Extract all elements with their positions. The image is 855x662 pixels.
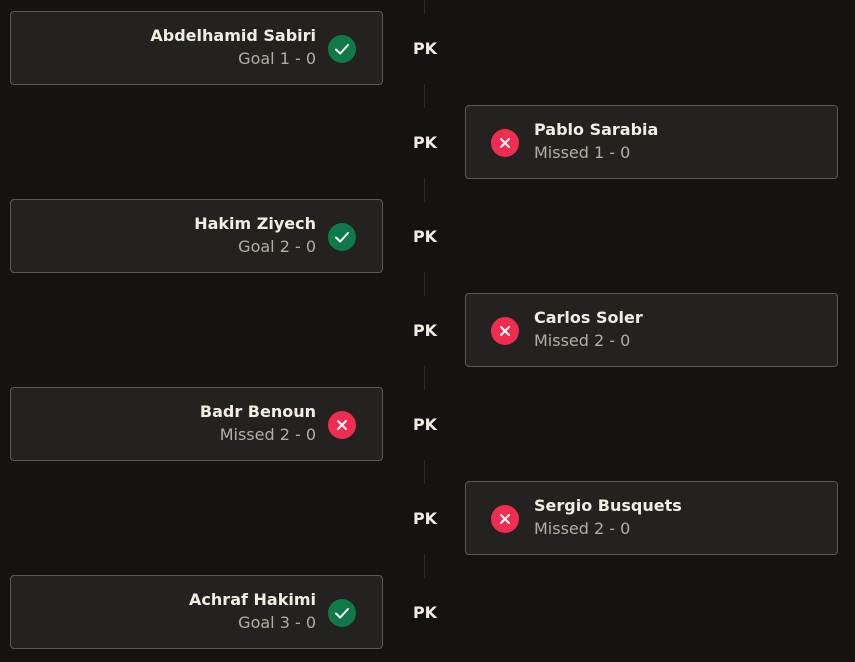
penalty-kick-card[interactable]: Abdelhamid Sabiri Goal 1 - 0	[10, 11, 383, 85]
kick-result: Goal 2 - 0	[238, 237, 316, 256]
player-name: Pablo Sarabia	[534, 120, 659, 139]
player-name: Abdelhamid Sabiri	[150, 26, 316, 45]
penalty-kick-card[interactable]: Hakim Ziyech Goal 2 - 0	[10, 199, 383, 273]
close-icon	[491, 129, 519, 157]
check-icon	[328, 599, 356, 627]
kick-result: Goal 3 - 0	[238, 613, 316, 632]
penalty-kick-card[interactable]: Pablo Sarabia Missed 1 - 0	[465, 105, 838, 179]
kick-result: Missed 2 - 0	[219, 425, 316, 444]
pk-label: PK	[412, 415, 438, 434]
player-name: Carlos Soler	[534, 308, 643, 327]
pk-label: PK	[412, 227, 438, 246]
close-icon	[491, 505, 519, 533]
penalty-kick-card[interactable]: Achraf Hakimi Goal 3 - 0	[10, 575, 383, 649]
kick-result: Goal 1 - 0	[238, 49, 316, 68]
player-name: Hakim Ziyech	[194, 214, 316, 233]
close-icon	[491, 317, 519, 345]
player-name: Achraf Hakimi	[189, 590, 316, 609]
penalty-kick-card[interactable]: Sergio Busquets Missed 2 - 0	[465, 481, 838, 555]
timeline-connector	[424, 366, 425, 390]
pk-label: PK	[412, 603, 438, 622]
pk-label: PK	[412, 321, 438, 340]
player-name: Badr Benoun	[199, 402, 316, 421]
kick-result: Missed 1 - 0	[534, 143, 631, 162]
penalty-kick-card[interactable]: Badr Benoun Missed 2 - 0	[10, 387, 383, 461]
close-icon	[328, 411, 356, 439]
timeline-connector	[424, 0, 425, 14]
pk-label: PK	[412, 133, 438, 152]
pk-label: PK	[412, 509, 438, 528]
penalty-kick-card[interactable]: Carlos Soler Missed 2 - 0	[465, 293, 838, 367]
kick-result: Missed 2 - 0	[534, 331, 631, 350]
timeline-connector	[424, 178, 425, 202]
check-icon	[328, 223, 356, 251]
kick-result: Missed 2 - 0	[534, 519, 631, 538]
timeline-connector	[424, 554, 425, 578]
timeline-connector	[424, 460, 425, 484]
check-icon	[328, 35, 356, 63]
player-name: Sergio Busquets	[534, 496, 682, 515]
timeline-connector	[424, 84, 425, 108]
pk-label: PK	[412, 39, 438, 58]
timeline-connector	[424, 272, 425, 296]
